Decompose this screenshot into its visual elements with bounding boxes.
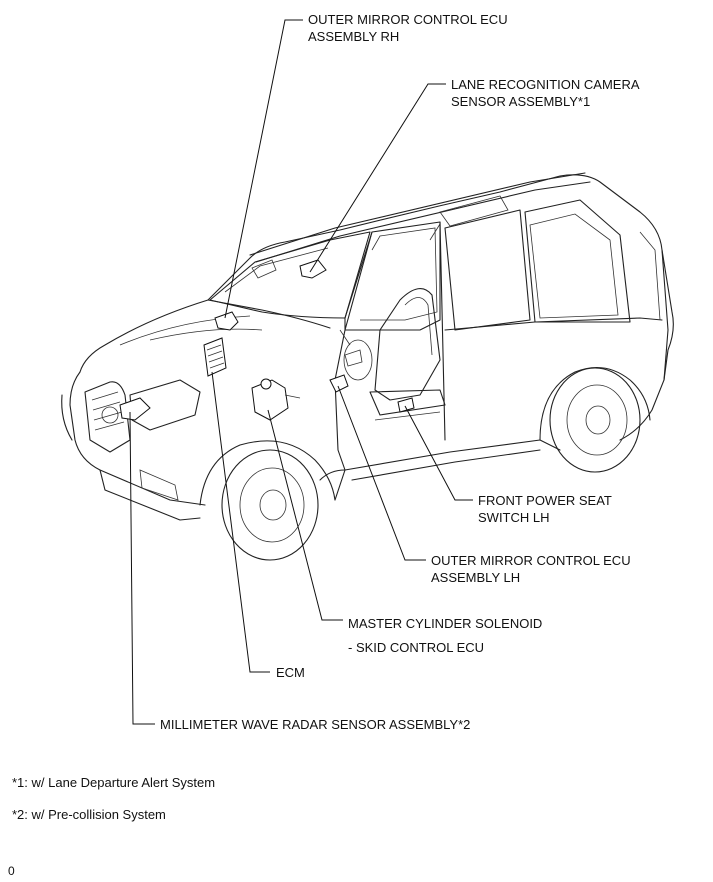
leader-lane-camera xyxy=(309,83,446,273)
label-ecm: ECM xyxy=(276,664,305,681)
footnote-1: *1: w/ Lane Departure Alert System xyxy=(12,775,216,790)
leader-master-cylinder xyxy=(267,409,343,621)
label-line: OUTER MIRROR CONTROL ECU xyxy=(431,553,631,568)
master-cylinder-part xyxy=(251,379,289,421)
leader-outer-mirror-lh xyxy=(337,385,426,561)
radar-part xyxy=(119,397,151,421)
label-line: ECM xyxy=(276,665,305,680)
label-line: SENSOR ASSEMBLY*1 xyxy=(451,94,591,109)
label-line: LANE RECOGNITION CAMERA xyxy=(451,77,640,92)
label-line: FRONT POWER SEAT xyxy=(478,493,612,508)
label-line: MILLIMETER WAVE RADAR SENSOR ASSEMBLY*2 xyxy=(160,717,471,732)
component-parts xyxy=(119,259,415,421)
label-line: - SKID CONTROL ECU xyxy=(348,640,485,655)
lane-camera-part xyxy=(299,259,327,279)
label-line: MASTER CYLINDER SOLENOID xyxy=(348,616,543,631)
label-front-seat-switch: FRONT POWER SEAT SWITCH LH xyxy=(478,492,612,526)
label-outer-mirror-rh: OUTER MIRROR CONTROL ECU ASSEMBLY RH xyxy=(308,11,508,45)
footnote-2: *2: w/ Pre-collision System xyxy=(12,807,166,822)
label-line: OUTER MIRROR CONTROL ECU xyxy=(308,12,508,27)
label-master-cylinder: MASTER CYLINDER SOLENOID - SKID CONTROL … xyxy=(348,612,542,660)
page-marker: 0 xyxy=(8,864,15,878)
label-lane-camera: LANE RECOGNITION CAMERA SENSOR ASSEMBLY*… xyxy=(451,76,640,110)
label-line: SWITCH LH xyxy=(478,510,550,525)
label-line: ASSEMBLY LH xyxy=(431,570,521,585)
outer-mirror-lh-part xyxy=(329,374,349,393)
outer-mirror-rh-part xyxy=(214,311,239,331)
label-line: ASSEMBLY RH xyxy=(308,29,400,44)
ecm-part xyxy=(203,337,227,377)
leader-outer-mirror-rh xyxy=(224,19,303,319)
leader-front-seat-switch xyxy=(404,405,473,501)
front-seat-switch-part xyxy=(397,397,415,413)
leader-ecm xyxy=(211,371,270,673)
leader-radar xyxy=(129,411,155,725)
label-outer-mirror-lh: OUTER MIRROR CONTROL ECU ASSEMBLY LH xyxy=(431,552,631,586)
label-radar: MILLIMETER WAVE RADAR SENSOR ASSEMBLY*2 xyxy=(160,716,470,733)
leader-lines xyxy=(129,19,473,725)
